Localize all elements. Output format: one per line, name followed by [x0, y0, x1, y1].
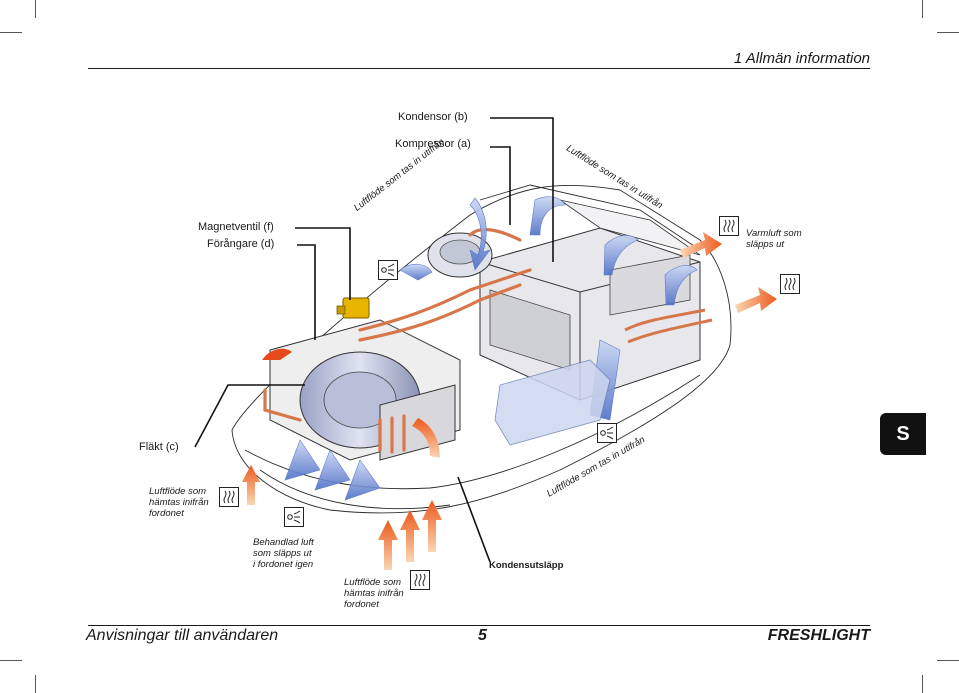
warm-out-line2: släpps ut	[746, 239, 785, 250]
refrigerant-piping	[263, 227, 532, 454]
fan-cool-icon	[597, 423, 617, 443]
solenoid-valve	[336, 297, 370, 319]
treated-line3: i fordonet igen	[253, 559, 314, 570]
label-forangare: Förångare (d)	[207, 238, 275, 250]
label-kondensor: Kondensor (b)	[398, 111, 468, 123]
crop-mark	[922, 0, 923, 18]
crop-mark	[922, 675, 923, 693]
page-number: 5	[478, 627, 487, 644]
heat-icon	[719, 216, 739, 236]
crop-mark	[0, 660, 22, 661]
footer-rule	[88, 625, 870, 626]
fan-cool-icon	[378, 260, 398, 280]
section-title: 1 Allmän information	[733, 50, 870, 67]
heat-icon	[219, 487, 239, 507]
inside-bottom-line2: hämtas inifrån	[344, 588, 404, 599]
inside-bottom-line3: fordonet	[344, 599, 379, 610]
label-flakt: Fläkt (c)	[139, 441, 179, 453]
crop-mark	[35, 0, 36, 18]
housing-outline	[231, 184, 732, 514]
warm-out-line1: Varmluft som	[746, 228, 802, 239]
treated-air-label: Behandlad luft som släpps ut i fordonet …	[253, 537, 314, 570]
fan-cool-icon	[284, 507, 304, 527]
treated-line2: som släpps ut	[253, 548, 312, 559]
condenser-coil	[624, 308, 713, 344]
inside-left-line1: Luftflöde som	[149, 486, 207, 497]
crop-mark	[937, 660, 959, 661]
inside-left-label: Luftflöde som hämtas inifrån fordonet	[149, 486, 209, 519]
leader-lines	[194, 117, 554, 563]
language-tab: S	[880, 413, 926, 455]
footer-document-title: Anvisningar till användaren	[86, 627, 279, 644]
inside-bottom-label: Luftflöde som hämtas inifrån fordonet	[344, 577, 404, 610]
warm-air-arrows	[242, 232, 777, 570]
heat-icon	[410, 570, 430, 590]
warm-out-label: Varmluft som släpps ut	[746, 228, 802, 250]
inside-bottom-line1: Luftflöde som	[344, 577, 402, 588]
header-rule	[88, 68, 870, 69]
label-kompressor: Kompressor (a)	[395, 138, 471, 150]
cold-duct	[494, 359, 611, 446]
crop-mark	[937, 32, 959, 33]
crop-mark	[35, 675, 36, 693]
crop-mark	[0, 32, 22, 33]
inside-left-line2: hämtas inifrån	[149, 497, 209, 508]
label-magnetventil: Magnetventil (f)	[198, 221, 274, 233]
heat-icon	[780, 274, 800, 294]
condenser-box	[479, 199, 701, 401]
footer-brand: FRESHLIGHT	[767, 627, 870, 644]
label-kondensutslapp: Kondensutsläpp	[489, 560, 564, 571]
treated-line1: Behandlad luft	[253, 537, 314, 548]
inside-left-line3: fordonet	[149, 508, 184, 519]
